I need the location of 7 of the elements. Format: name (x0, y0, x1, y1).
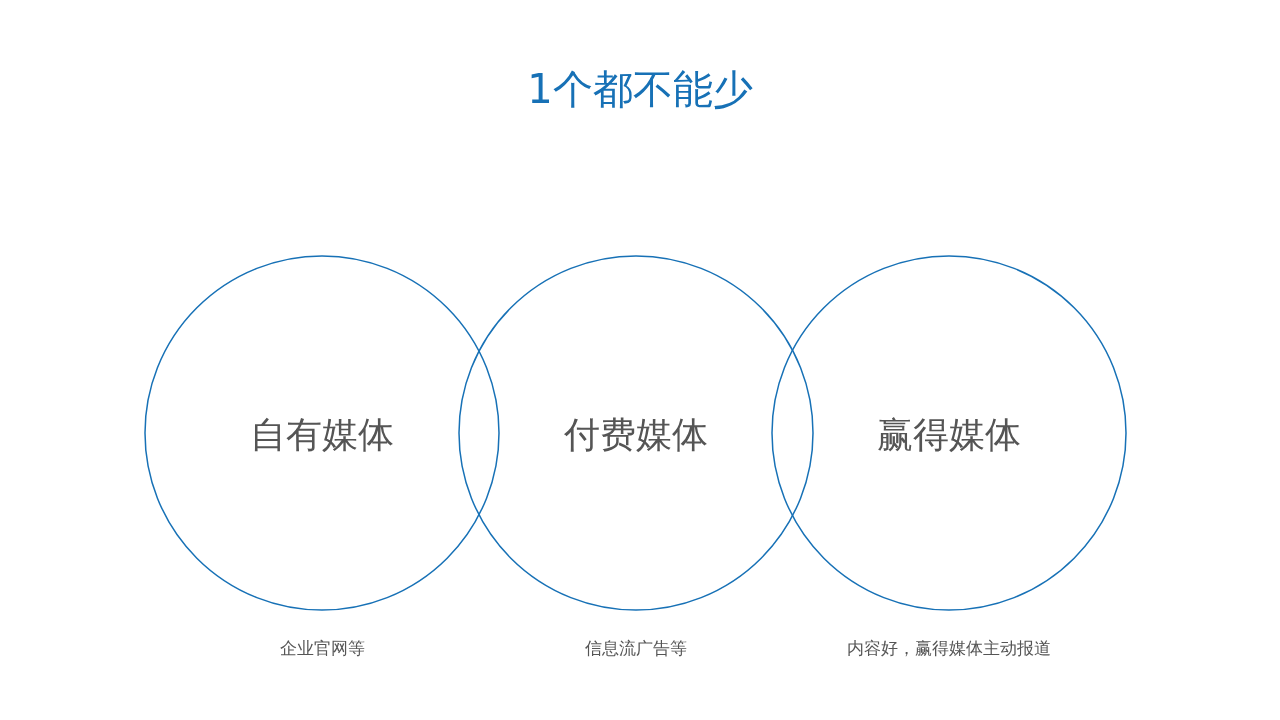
circle-label: 赢得媒体 (877, 414, 1021, 455)
caption-text: 企业官网等 (279, 638, 365, 658)
title-text: 1个都不能少 (527, 66, 753, 112)
circle-label: 自有媒体 (250, 414, 394, 455)
circle-label: 付费媒体 (564, 414, 708, 455)
caption-text: 内容好，赢得媒体主动报道 (847, 638, 1051, 658)
caption-text: 信息流广告等 (585, 638, 687, 658)
